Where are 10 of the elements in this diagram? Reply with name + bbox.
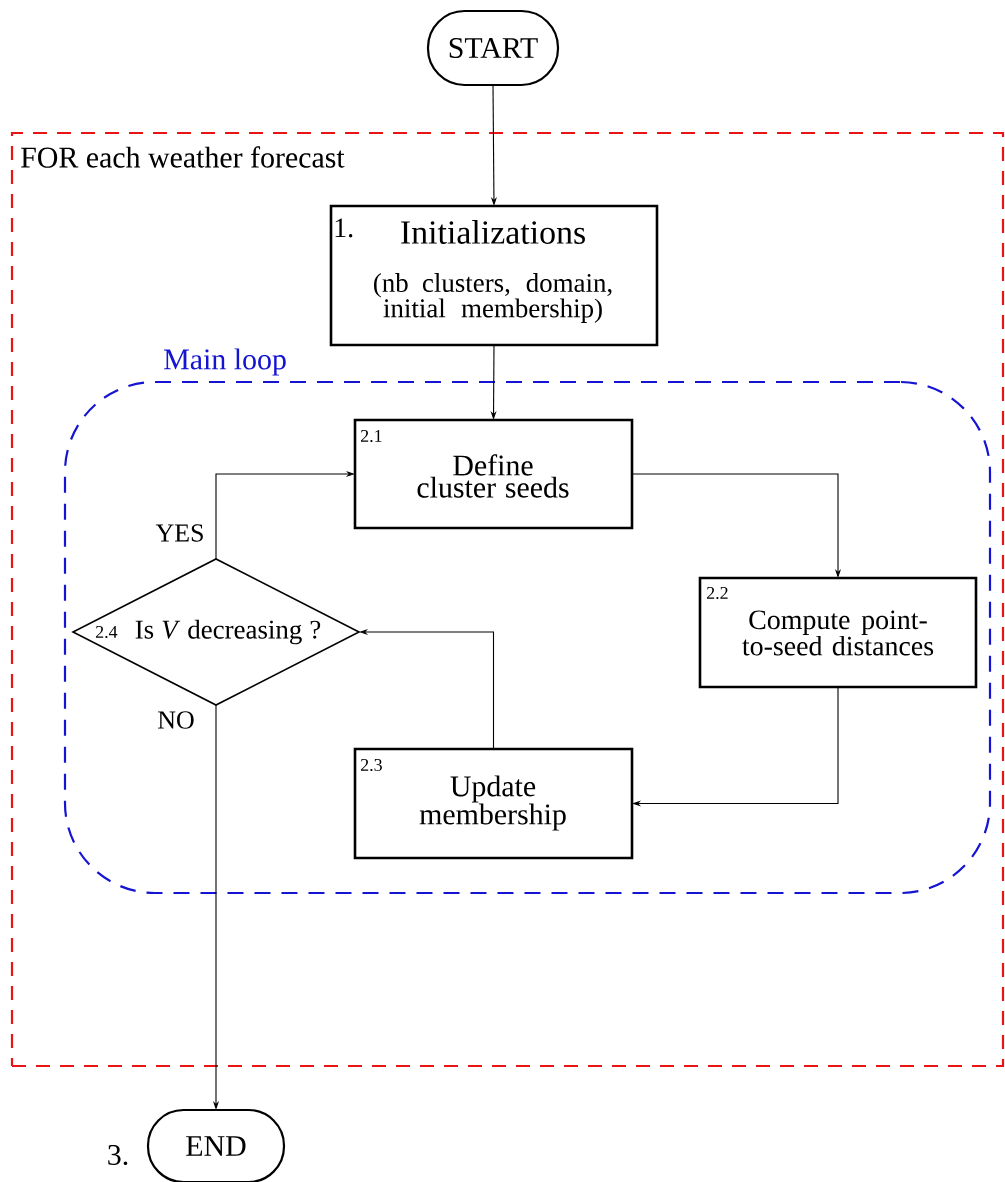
- step-number: 3.: [108, 1144, 128, 1166]
- terminal-box: START: [426, 9, 560, 87]
- terminal-box: END: [146, 1108, 286, 1182]
- process-box: 2.1 Define cluster seeds: [353, 418, 634, 530]
- edge-label: NO: [156, 710, 196, 730]
- node-label: Main loop: [164, 348, 286, 376]
- process-box: 2.2 Compute point-to-seed distances: [698, 576, 978, 689]
- process-box: 1. Initializations (nb clusters, domain, initial membership): [329, 204, 659, 347]
- edge-label: YES: [154, 523, 206, 543]
- process-box: 2.3 Update membership: [353, 747, 634, 860]
